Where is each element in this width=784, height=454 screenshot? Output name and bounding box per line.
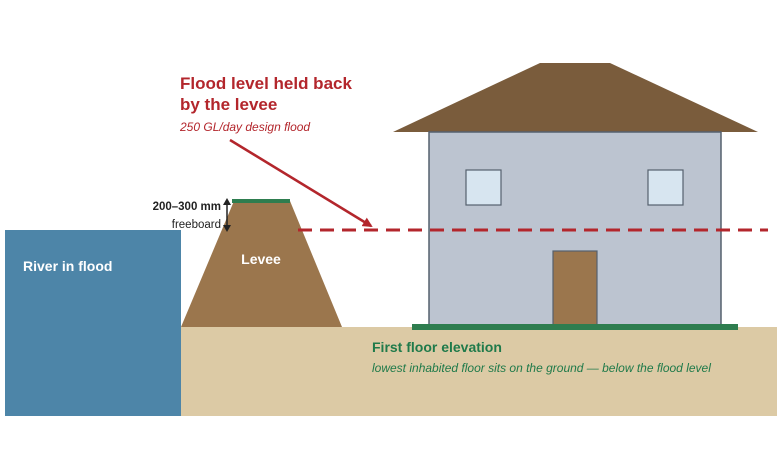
freeboard-label: freeboard [172, 219, 221, 231]
river-label: River in flood [23, 258, 112, 274]
ground [181, 327, 777, 416]
river-water [5, 230, 181, 416]
flood-title-line1: Flood level held back [180, 74, 352, 93]
house-window-right [647, 169, 684, 206]
house-door [552, 250, 598, 326]
levee-label: Levee [241, 251, 281, 267]
floor-title: First floor elevation [372, 339, 502, 355]
flood-pointer-arrow [229, 138, 373, 228]
flood-subtitle: 250 GL/day design flood [179, 120, 310, 134]
floor-subtitle: lowest inhabited floor sits on the groun… [372, 361, 711, 375]
freeboard-dimension-arrow [223, 198, 231, 232]
levee-grass-crest [232, 199, 290, 203]
flood-title-line2: by the levee [180, 95, 277, 114]
house-window-left [465, 169, 502, 206]
house-roof [393, 63, 758, 132]
house-floor-slab [412, 324, 738, 330]
levee-embankment [181, 201, 342, 327]
freeboard-value: 200–300 mm [153, 201, 221, 213]
